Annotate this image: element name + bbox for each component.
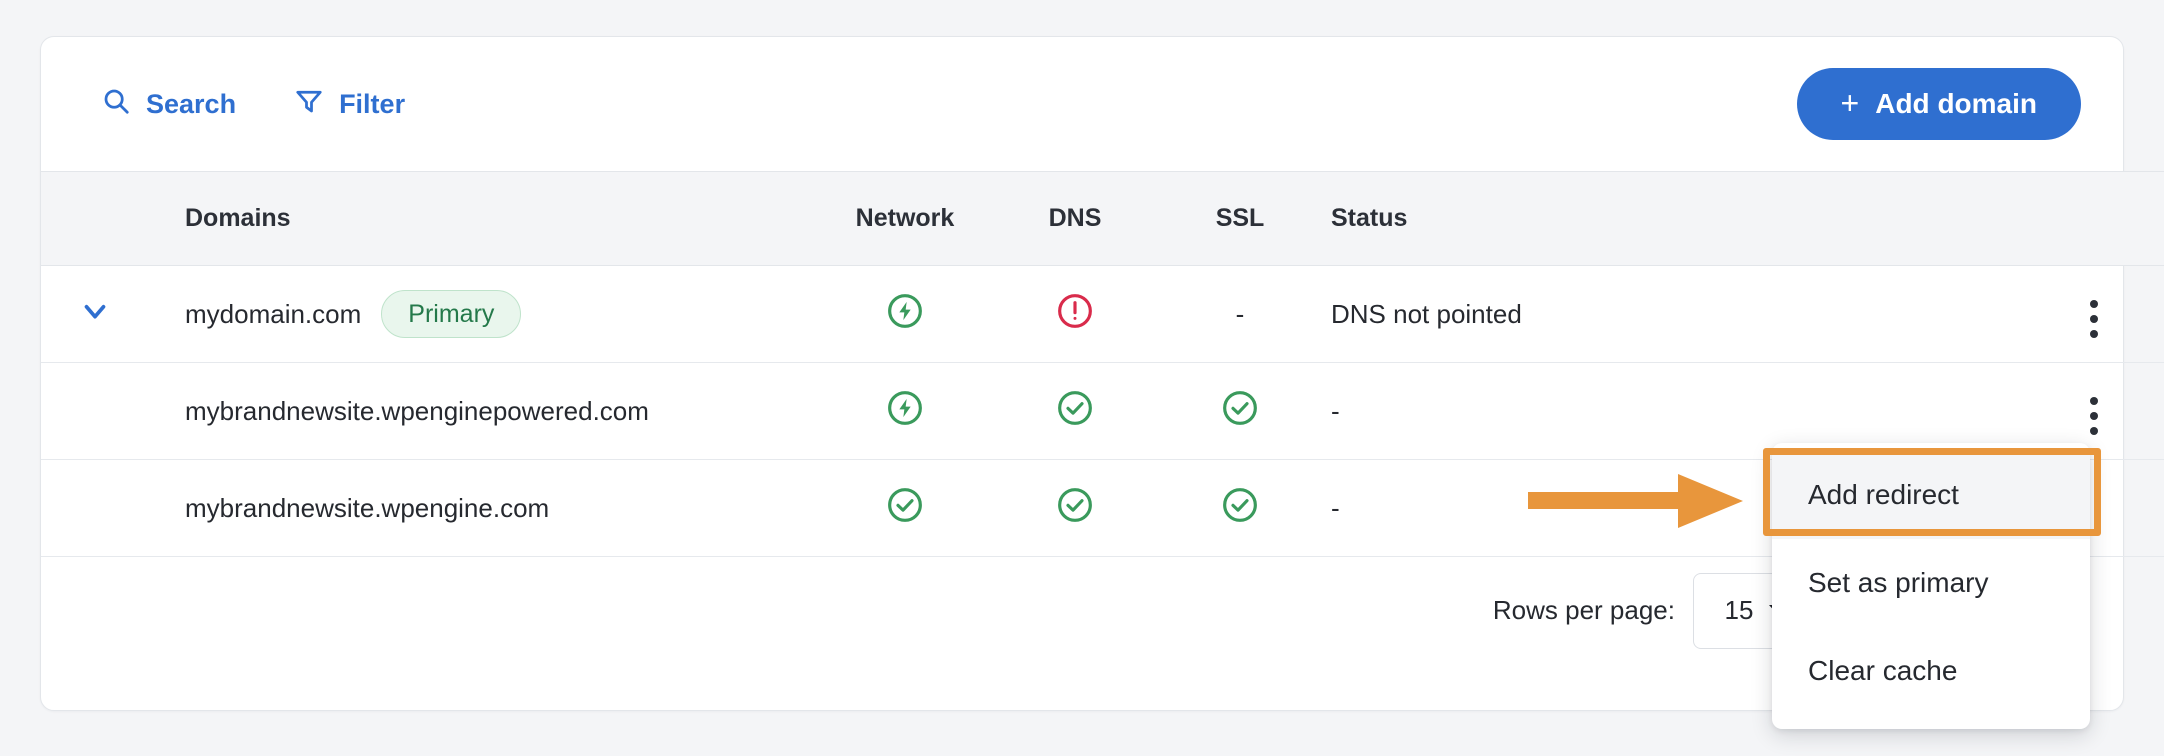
- row-actions-dropdown-menu: Add redirect Set as primary Clear cache: [1772, 443, 2090, 729]
- network-status-cell: [815, 459, 995, 557]
- table-row: mydomain.com Primary: [41, 265, 2164, 363]
- column-header-status: Status: [1325, 171, 2021, 266]
- ssl-status-cell: -: [1155, 265, 1325, 363]
- menu-item-set-as-primary[interactable]: Set as primary: [1808, 567, 1989, 598]
- rows-per-page-label: Rows per page:: [1492, 595, 1675, 625]
- table-header-row: Domains Network DNS SSL Status: [41, 171, 2164, 266]
- domain-cell: mydomain.com Primary: [149, 265, 815, 363]
- column-header-toggle: [41, 171, 149, 266]
- filter-button-label: Filter: [339, 88, 406, 119]
- column-header-network: Network: [815, 171, 995, 266]
- ssl-status-cell: [1155, 459, 1325, 557]
- row-actions-cell: [2021, 265, 2164, 363]
- ssl-status-cell: [1155, 362, 1325, 460]
- ssl-status-text: -: [1235, 298, 1245, 329]
- table-header: Domains Network DNS SSL Status: [41, 171, 2164, 266]
- dns-status-cell: [995, 459, 1155, 557]
- row-expand-cell: [41, 265, 149, 363]
- menu-item-clear-cache[interactable]: Clear cache: [1808, 655, 1958, 686]
- network-status-cell: [815, 265, 995, 363]
- add-domain-button[interactable]: + Add domain: [1796, 68, 2081, 140]
- kebab-menu-icon[interactable]: [2076, 294, 2112, 344]
- domain-cell: mybrandnewsite.wpengine.com: [149, 459, 815, 557]
- domains-table: Domains Network DNS SSL Status: [41, 171, 2164, 557]
- table-toolbar: Search Filter + Add domain: [41, 37, 2123, 171]
- check-circle-icon: [1220, 388, 1260, 428]
- add-domain-button-label: Add domain: [1875, 88, 2037, 119]
- chevron-down-icon[interactable]: [78, 294, 112, 328]
- network-status-cell: [815, 362, 995, 460]
- table-footer: Rows per page: 15: [41, 557, 2123, 664]
- search-button[interactable]: Search: [101, 86, 236, 123]
- column-header-dns: DNS: [995, 171, 1155, 266]
- domain-name: mybrandnewsite.wpenginepowered.com: [185, 395, 649, 426]
- kebab-menu-icon[interactable]: [2076, 391, 2112, 441]
- domains-card: Search Filter + Add domain Domains Netwo…: [40, 36, 2164, 711]
- status-cell: DNS not pointed: [1325, 265, 2021, 363]
- check-circle-icon: [1220, 485, 1260, 525]
- row-expand-cell: [41, 459, 149, 557]
- row-expand-cell: [41, 362, 149, 460]
- domain-cell: mybrandnewsite.wpenginepowered.com: [149, 362, 815, 460]
- check-circle-icon: [885, 485, 925, 525]
- filter-icon: [294, 86, 324, 123]
- filter-button[interactable]: Filter: [294, 86, 405, 123]
- column-header-domains: Domains: [149, 171, 815, 266]
- search-icon: [101, 86, 131, 123]
- domain-name: mybrandnewsite.wpengine.com: [185, 492, 550, 523]
- plus-icon: +: [1840, 84, 1860, 121]
- column-header-ssl: SSL: [1155, 171, 1325, 266]
- menu-item-add-redirect[interactable]: Add redirect: [1772, 451, 2090, 539]
- table-row: mybrandnewsite.wpenginepowered.com: [41, 362, 2164, 460]
- dns-status-cell: [995, 265, 1155, 363]
- rows-per-page-value: 15: [1724, 595, 1754, 625]
- status-badge: Primary: [381, 290, 522, 338]
- column-header-actions: [2021, 171, 2164, 266]
- bolt-circle-icon: [885, 388, 925, 428]
- check-circle-icon: [1055, 388, 1095, 428]
- table-body: mydomain.com Primary: [41, 265, 2164, 557]
- domain-name: mydomain.com: [185, 298, 362, 329]
- check-circle-icon: [1055, 485, 1095, 525]
- error-circle-icon: [1055, 291, 1095, 331]
- bolt-circle-icon: [885, 291, 925, 331]
- search-button-label: Search: [146, 88, 237, 119]
- dns-status-cell: [995, 362, 1155, 460]
